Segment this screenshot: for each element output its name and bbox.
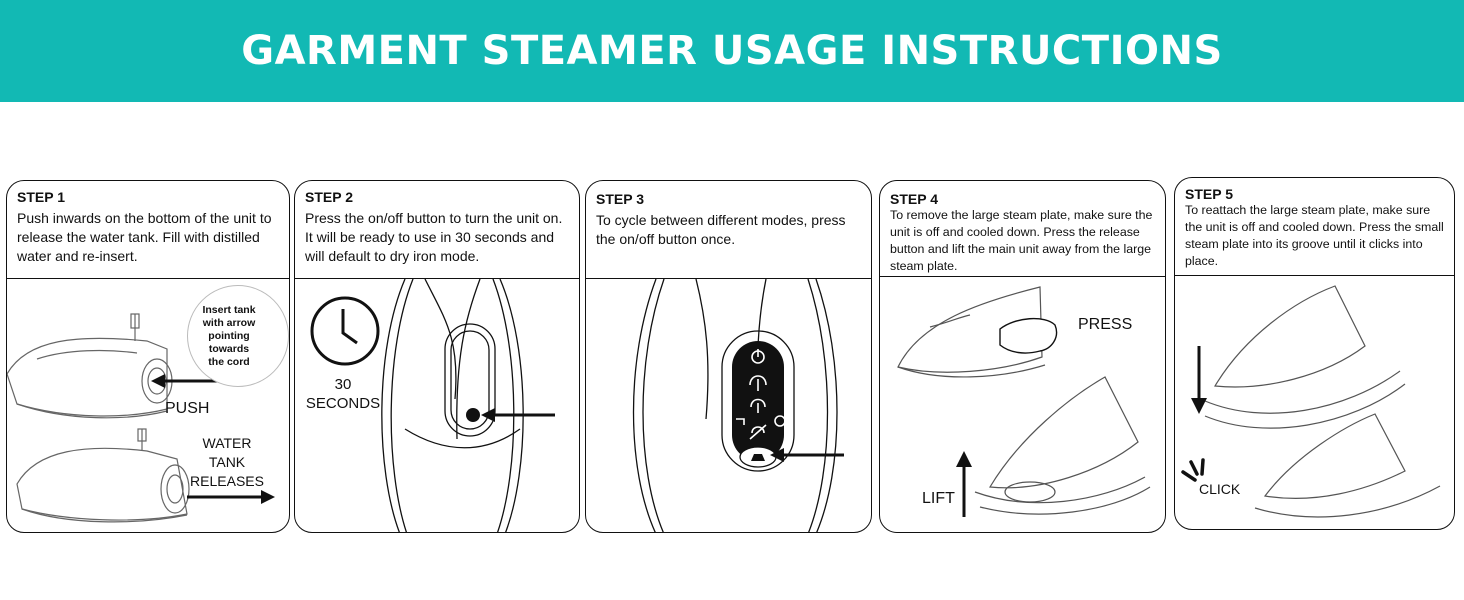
insert-note-text: Insert tank with arrow pointing towards … (202, 303, 256, 368)
title-banner: GARMENT STEAMER USAGE INSTRUCTIONS (0, 0, 1464, 102)
step-label: STEP 3 (596, 191, 644, 207)
press-label: PRESS (1078, 316, 1133, 333)
step-3-header: STEP 3 To cycle between different modes,… (586, 181, 871, 279)
step-label: STEP 4 (890, 191, 938, 207)
water-tank-releases-label: WATER TANK RELEASES (190, 435, 264, 489)
remove-plate-illustration (897, 286, 1151, 517)
steam-low-icon (750, 398, 766, 413)
step-label: STEP 2 (305, 189, 353, 205)
step-label: STEP 1 (17, 189, 65, 205)
step-description: Push inwards on the bottom of the unit t… (17, 210, 272, 264)
steam-high-icon (749, 375, 767, 391)
arrow-icon (770, 448, 844, 462)
step-1-panel: STEP 1 Push inwards on the bottom of the… (6, 180, 290, 533)
clock-icon (310, 296, 380, 366)
step-description: To remove the large steam plate, make su… (890, 208, 1153, 273)
page-title: GARMENT STEAMER USAGE INSTRUCTIONS (241, 28, 1223, 74)
lift-label: LIFT (922, 490, 955, 507)
step-3-illustration (586, 279, 871, 532)
step-2-panel: STEP 2 Press the on/off button to turn t… (294, 180, 580, 533)
timer-label: 30 SECONDS (305, 376, 381, 412)
step-1-illustration: Insert tank with arrow pointing towards … (7, 279, 289, 532)
power-icon (751, 349, 765, 364)
step-4-header: STEP 4 To remove the large steam plate, … (880, 181, 1165, 277)
step-4-illustration: PRESS LIFT (880, 277, 1165, 532)
step-description: To reattach the large steam plate, make … (1185, 203, 1444, 268)
insert-note-circle: Insert tank with arrow pointing towards … (187, 285, 289, 387)
step-5-illustration: CLICK (1175, 276, 1454, 529)
step-5-header: STEP 5 To reattach the large steam plate… (1175, 178, 1454, 276)
iron-icon (751, 454, 765, 461)
iron-top-view (310, 279, 555, 532)
step-description: To cycle between different modes, press … (596, 212, 846, 247)
step-5-panel: STEP 5 To reattach the large steam plate… (1174, 177, 1455, 530)
reattach-plate-illustration (1181, 285, 1441, 518)
push-label: PUSH (165, 400, 210, 417)
control-panel-view (632, 279, 844, 532)
step-1-header: STEP 1 Push inwards on the bottom of the… (7, 181, 289, 279)
step-description: Press the on/off button to turn the unit… (305, 210, 563, 264)
click-label: CLICK (1199, 481, 1241, 497)
step-2-illustration: 30 SECONDS (295, 279, 579, 532)
step-3-panel: STEP 3 To cycle between different modes,… (585, 180, 872, 533)
no-steam-icon (749, 424, 767, 440)
timer-icon (774, 415, 786, 427)
step-2-header: STEP 2 Press the on/off button to turn t… (295, 181, 579, 279)
step-4-panel: STEP 4 To remove the large steam plate, … (879, 180, 1166, 533)
step-label: STEP 5 (1185, 186, 1233, 202)
tap-icon (736, 418, 745, 425)
